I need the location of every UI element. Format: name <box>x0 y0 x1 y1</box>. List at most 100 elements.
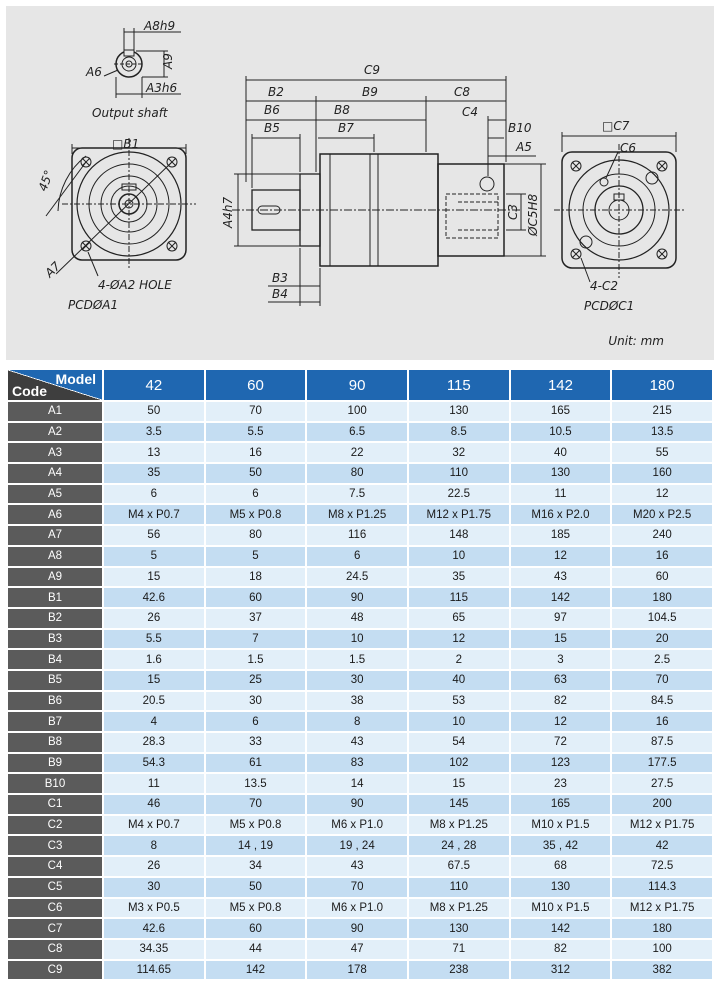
label-b5: B5 <box>264 121 280 135</box>
table-cell: 100 <box>305 400 409 423</box>
label-b10: B10 <box>508 121 532 135</box>
row-code-cell: C2 <box>6 813 104 837</box>
table-cell: 148 <box>406 524 511 547</box>
row-code-cell: A5 <box>6 482 104 506</box>
table-cell: 12 <box>610 482 714 506</box>
label-a5: A5 <box>515 140 532 154</box>
table-cell: 10 <box>406 710 511 733</box>
table-cell: 6 <box>203 482 308 506</box>
table-cell: 312 <box>508 958 613 982</box>
table-cell: M5 x P0.8 <box>203 813 308 837</box>
table-cell: 142 <box>508 586 613 609</box>
table-cell: 60 <box>203 917 308 940</box>
side-view <box>232 76 546 306</box>
table-cell: M4 x P0.7 <box>102 813 206 837</box>
table-cell: 104.5 <box>610 606 714 630</box>
table-cell: 145 <box>406 793 511 816</box>
table-cell: 3.5 <box>102 420 206 444</box>
table-cell: 35 <box>102 462 206 485</box>
table-cell: 42 <box>610 834 714 858</box>
table-cell: 14 , 19 <box>203 834 308 858</box>
label-b6: B6 <box>264 103 280 117</box>
table-cell: 42.6 <box>102 586 206 609</box>
table-cell: 11 <box>102 772 206 796</box>
label-45-degree: 45° <box>36 168 56 193</box>
row-code-cell: A7 <box>6 524 104 547</box>
table-cell: 130 <box>406 400 511 423</box>
table-cell: 20 <box>610 627 714 651</box>
table-cell: 13.5 <box>203 772 308 796</box>
table-header-row: Model Code 42 60 90 115 142 180 <box>6 368 714 402</box>
table-cell: 10.5 <box>508 420 613 444</box>
table-cell: 87.5 <box>610 731 714 754</box>
table-cell: 22.5 <box>406 482 511 506</box>
table-cell: 56 <box>102 524 206 547</box>
table-cell: 27.5 <box>610 772 714 796</box>
table-cell: 13 <box>102 441 206 465</box>
table-cell: 7.5 <box>305 482 409 506</box>
table-cell: 178 <box>305 958 409 982</box>
row-code-cell: C5 <box>6 875 104 899</box>
table-cell: 110 <box>406 462 511 485</box>
table-cell: M6 x P1.0 <box>305 896 409 920</box>
row-code-cell: A3 <box>6 441 104 465</box>
table-cell: 130 <box>508 462 613 485</box>
unit-label: Unit: mm <box>608 334 664 348</box>
table-cell: 16 <box>610 710 714 733</box>
table-cell: 8.5 <box>406 420 511 444</box>
table-cell: 24 , 28 <box>406 834 511 858</box>
row-code-cell: A4 <box>6 462 104 485</box>
table-cell: 83 <box>305 751 409 775</box>
label-c9: C9 <box>364 63 380 77</box>
header-model-90: 90 <box>305 368 409 402</box>
row-code-cell: C8 <box>6 937 104 961</box>
table-cell: 3 <box>508 648 613 671</box>
table-cell: 82 <box>508 937 613 961</box>
table-cell: 14 <box>305 772 409 796</box>
table-cell: 12 <box>406 627 511 651</box>
table-cell: 34 <box>203 855 308 878</box>
table-cell: 70 <box>610 668 714 692</box>
row-code-cell: B5 <box>6 668 104 692</box>
table-cell: 2 <box>406 648 511 671</box>
table-cell: 116 <box>305 524 409 547</box>
table-cell: M10 x P1.5 <box>508 896 613 920</box>
table-cell: 63 <box>508 668 613 692</box>
table-cell: 1.6 <box>102 648 206 671</box>
table-cell: 160 <box>610 462 714 485</box>
table-cell: M8 x P1.25 <box>305 503 409 527</box>
table-cell: 19 , 24 <box>305 834 409 858</box>
header-code-label: Code <box>12 383 47 399</box>
table-cell: 142 <box>508 917 613 940</box>
table-cell: 10 <box>406 544 511 568</box>
table-cell: 37 <box>203 606 308 630</box>
table-cell: 130 <box>508 875 613 899</box>
row-code-cell: B7 <box>6 710 104 733</box>
row-code-cell: B3 <box>6 627 104 651</box>
label-b1: □B1 <box>112 137 139 151</box>
row-code-cell: A2 <box>6 420 104 444</box>
table-cell: 28.3 <box>102 731 206 754</box>
table-cell: 11 <box>508 482 613 506</box>
table-cell: 6.5 <box>305 420 409 444</box>
table-cell: M4 x P0.7 <box>102 503 206 527</box>
label-pcd-a1: PCDØA1 <box>68 298 118 312</box>
table-cell: 114.65 <box>102 958 206 982</box>
label-a3h6: A3h6 <box>145 81 177 95</box>
table-cell: 70 <box>203 793 308 816</box>
label-a9: A9 <box>161 53 175 70</box>
table-cell: 70 <box>305 875 409 899</box>
table-cell: M16 x P2.0 <box>508 503 613 527</box>
table-cell: M12 x P1.75 <box>406 503 511 527</box>
table-cell: 165 <box>508 400 613 423</box>
